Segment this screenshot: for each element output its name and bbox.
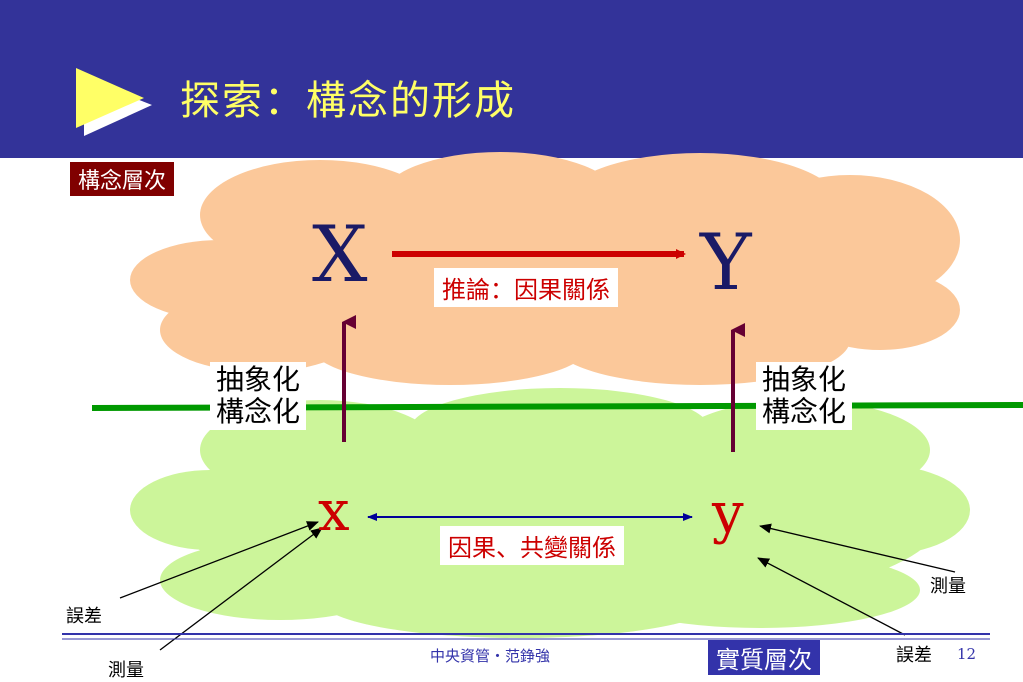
- right-measure-pointer: [759, 523, 956, 573]
- footer-rule: [62, 633, 990, 640]
- inference-label: 推論：因果關係: [434, 268, 618, 307]
- abstraction-label-left-line2: 構念化: [216, 395, 301, 428]
- left-measure-label: 測量: [108, 660, 144, 681]
- slide-header: [0, 0, 1023, 158]
- covariation-label: 因果、共變關係: [440, 526, 624, 565]
- construct-y: Y: [700, 218, 752, 308]
- right-error-label: 誤差: [896, 645, 932, 666]
- left-error-label: 誤差: [66, 606, 102, 627]
- abstraction-label-right-line2: 構念化: [762, 395, 847, 428]
- footer-author: 中央資管・范錚強: [430, 647, 551, 665]
- abstraction-label-right-line1: 抽象化: [762, 363, 847, 396]
- left-error-pointer: [119, 521, 319, 599]
- page-number: 12: [957, 645, 977, 663]
- play-triangle-icon: [76, 68, 152, 136]
- variable-y: y: [712, 481, 744, 546]
- right-measure-label: 測量: [930, 576, 966, 597]
- abstraction-label-left: 抽象化 構念化: [210, 362, 307, 430]
- left-measure-pointer: [159, 527, 323, 651]
- right-error-pointer: [757, 557, 906, 636]
- slide-title: 探索：構念的形成: [180, 78, 516, 124]
- concept-level-tag: 構念層次: [70, 162, 175, 196]
- abstraction-label-right: 抽象化 構念化: [756, 362, 853, 430]
- construct-x: X: [312, 210, 368, 300]
- abstraction-label-left-line1: 抽象化: [216, 363, 301, 396]
- variable-x: x: [318, 479, 350, 544]
- real-level-tag: 實質層次: [708, 640, 820, 675]
